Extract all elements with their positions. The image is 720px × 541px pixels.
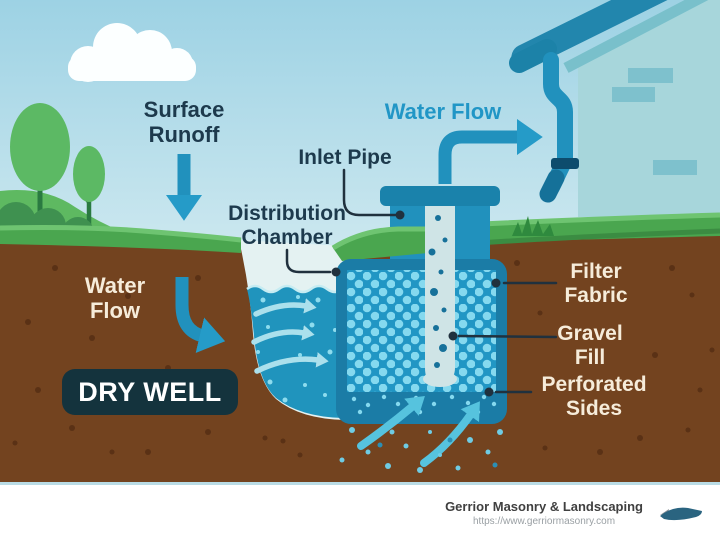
distribution-chamber-label: Distribution Chamber [228,202,346,249]
water-surface [246,284,344,294]
water-flow-top-label: Water Flow [384,99,502,124]
house-soffit [563,0,709,73]
inlet-pipe-column [423,204,457,387]
footer: Gerrior Masonry & Landscaping https://ww… [0,482,720,541]
grass-left-highlight [0,225,242,243]
soil-speckles [12,260,715,458]
gravel-dots [347,270,496,392]
inlet-pipe-label: Inlet Pipe [298,146,392,169]
masonry-swoosh-logo-icon [660,507,702,521]
water-flow-arrow-top [438,118,543,184]
gutter [509,39,557,73]
grass-tuft [512,216,554,236]
water-flow-left-label: Water Flow [84,273,146,323]
leader-lines [285,168,558,394]
footer-text-block: Gerrior Masonry & Landscaping https://ww… [445,499,643,527]
dispersal-droplets-dark [377,437,498,468]
surface-runoff-label: Surface Runoff [143,97,225,147]
cloud [68,23,196,82]
downspout-tip [539,169,565,203]
scene-illustration [0,0,720,482]
tree-large [10,103,70,215]
pool-arrow [251,325,315,345]
company-url: https://www.gerriormasonry.com [472,516,616,527]
perforated-sides-label: Perforated Sides [541,373,647,420]
dispersal-arrows [339,395,503,473]
pool-arrow [254,352,329,374]
pipe-droplets [428,215,448,368]
tree-small [73,146,105,231]
gravel-fill-leader [457,334,558,339]
dry-well-structure [336,259,507,424]
inlet-pipe-leader [342,168,397,217]
dry-well-title-badge: DRY WELL [62,369,238,415]
company-name: Gerrior Masonry & Landscaping [445,499,643,514]
dry-well-title: DRY WELL [78,376,222,407]
pool-arrow [253,298,317,317]
dispersal-arrow [357,395,425,450]
grass-left [0,227,241,253]
water-flow-arrow-left [175,277,226,353]
gravel-fill-label: Gravel Fill [557,322,623,369]
water-pool [246,284,344,418]
gutter-lip [510,55,532,72]
leader-dots [331,210,501,397]
downspout-bracket [551,158,579,169]
house [509,0,720,217]
dispersal-droplets [339,427,503,473]
filter-fabric-label: Filter Fabric [564,260,628,307]
brick [612,87,655,102]
grass-mound-highlight [331,226,428,251]
brick [653,160,697,175]
distribution-chamber-cap [380,186,500,206]
distribution-chamber-leader [285,248,332,274]
brick [628,68,673,83]
downspout [539,52,579,203]
